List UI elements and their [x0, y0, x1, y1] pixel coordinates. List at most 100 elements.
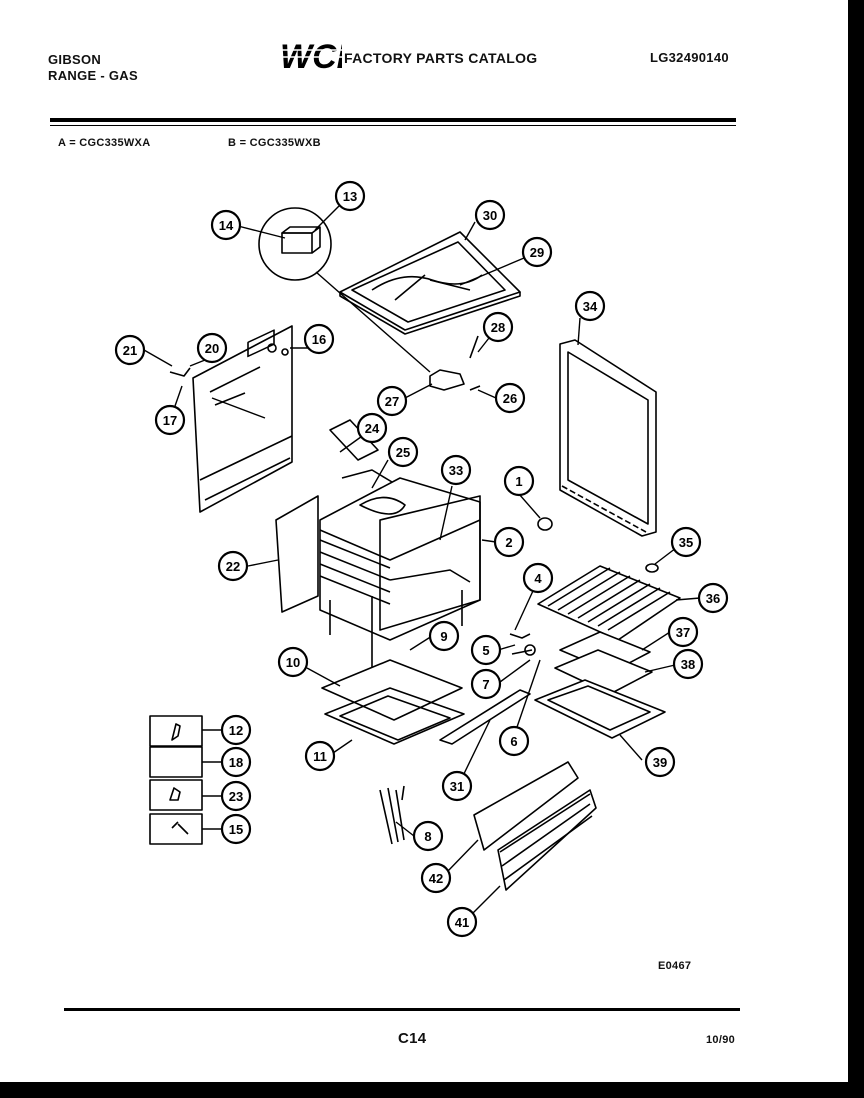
- catalog-title: FACTORY PARTS CATALOG: [344, 50, 538, 66]
- svg-text:37: 37: [676, 625, 690, 640]
- callout-35: 35: [670, 526, 702, 558]
- callout-24: 24: [356, 412, 388, 444]
- svg-text:35: 35: [679, 535, 693, 550]
- svg-text:10: 10: [286, 655, 300, 670]
- header-rule-thin: [50, 125, 736, 126]
- svg-text:24: 24: [365, 421, 380, 436]
- svg-text:11: 11: [313, 749, 327, 764]
- revision-date: 10/90: [706, 1034, 736, 1046]
- callout-14: 14: [210, 209, 242, 241]
- callout-36: 36: [697, 582, 729, 614]
- part-oven-body: [319, 419, 481, 674]
- svg-text:7: 7: [482, 677, 489, 692]
- model-number: LG32490140: [650, 50, 729, 65]
- svg-text:28: 28: [491, 320, 505, 335]
- callout-42: 42: [420, 862, 452, 894]
- callout-4: 4: [522, 562, 554, 594]
- svg-text:25: 25: [396, 445, 410, 460]
- svg-text:8: 8: [424, 829, 431, 844]
- page-number: C14: [398, 1030, 427, 1047]
- callout-28: 28: [482, 311, 514, 343]
- callout-31: 31: [441, 770, 473, 802]
- part-cooktop: [339, 231, 521, 335]
- callout-1: 1: [503, 465, 535, 497]
- part-oven-rack: [537, 565, 681, 641]
- callout-10: 10: [277, 646, 309, 678]
- svg-text:9: 9: [440, 629, 447, 644]
- callout-9: 9: [428, 620, 460, 652]
- callout-18: 18: [220, 746, 252, 778]
- part-back-panel: [169, 325, 293, 513]
- part-side-panel: [275, 495, 319, 613]
- svg-text:20: 20: [205, 341, 219, 356]
- part-knobs: [537, 517, 659, 573]
- svg-text:17: 17: [163, 413, 177, 428]
- catalog-page: GIBSON RANGE - GAS WCI FACTORY PARTS CAT…: [0, 0, 848, 1082]
- leader-lines: [143, 205, 701, 915]
- svg-text:30: 30: [483, 208, 497, 223]
- svg-text:22: 22: [226, 559, 240, 574]
- svg-text:16: 16: [312, 332, 326, 347]
- detail-circle-13-14: [258, 207, 431, 373]
- svg-text:6: 6: [510, 734, 517, 749]
- callout-39: 39: [644, 746, 676, 778]
- diagram-code: E0467: [658, 960, 692, 972]
- callout-17: 17: [154, 404, 186, 436]
- callout-34: 34: [574, 290, 606, 322]
- svg-text:12: 12: [229, 723, 243, 738]
- svg-text:27: 27: [385, 394, 399, 409]
- callout-8: 8: [412, 820, 444, 852]
- variant-b: B = CGC335WXB: [228, 137, 321, 149]
- svg-text:41: 41: [455, 915, 469, 930]
- wci-logo: WCI: [278, 38, 348, 76]
- exploded-parts-diagram: 13 14 30 29 34 28 16 21 20 27 26 17 24 2…: [114, 180, 729, 938]
- callout-13: 13: [334, 180, 366, 212]
- callout-33: 33: [440, 454, 472, 486]
- footer-rule: [64, 1008, 740, 1011]
- callout-15: 15: [220, 813, 252, 845]
- svg-text:39: 39: [653, 755, 667, 770]
- callout-6: 6: [498, 725, 530, 757]
- svg-text:18: 18: [229, 755, 243, 770]
- callout-41: 41: [446, 906, 478, 938]
- svg-text:13: 13: [343, 189, 357, 204]
- svg-text:21: 21: [123, 343, 137, 358]
- svg-text:29: 29: [530, 245, 544, 260]
- svg-text:34: 34: [583, 299, 598, 314]
- callout-25: 25: [387, 436, 419, 468]
- svg-text:4: 4: [534, 571, 542, 586]
- callout-23: 23: [220, 780, 252, 812]
- callout-26: 26: [494, 382, 526, 414]
- hardware-boxes: [149, 715, 203, 845]
- svg-text:31: 31: [450, 779, 464, 794]
- product-label: RANGE - GAS: [48, 68, 138, 83]
- callout-22: 22: [217, 550, 249, 582]
- svg-text:2: 2: [505, 535, 512, 550]
- part-brackets: [379, 785, 405, 845]
- variant-a: A = CGC335WXA: [58, 137, 151, 149]
- part-regulator: [429, 335, 481, 391]
- part-valve-assembly: [509, 633, 536, 656]
- svg-text:14: 14: [219, 218, 234, 233]
- brand-label: GIBSON: [48, 52, 102, 67]
- svg-text:33: 33: [449, 463, 463, 478]
- part-drawer: [439, 689, 597, 891]
- svg-text:15: 15: [229, 822, 243, 837]
- svg-text:5: 5: [482, 643, 489, 658]
- callout-21: 21: [114, 334, 146, 366]
- svg-text:26: 26: [503, 391, 517, 406]
- callout-11: 11: [304, 740, 336, 772]
- callout-20: 20: [196, 332, 228, 364]
- callout-12: 12: [220, 714, 252, 746]
- callout-16: 16: [303, 323, 335, 355]
- svg-text:42: 42: [429, 871, 443, 886]
- callout-30: 30: [474, 199, 506, 231]
- part-trays: [534, 631, 666, 739]
- svg-text:1: 1: [515, 474, 522, 489]
- svg-text:36: 36: [706, 591, 720, 606]
- callout-7: 7: [470, 668, 502, 700]
- svg-text:23: 23: [229, 789, 243, 804]
- part-bottom-panels: [321, 659, 465, 745]
- callout-29: 29: [521, 236, 553, 268]
- header-rule: [50, 118, 736, 122]
